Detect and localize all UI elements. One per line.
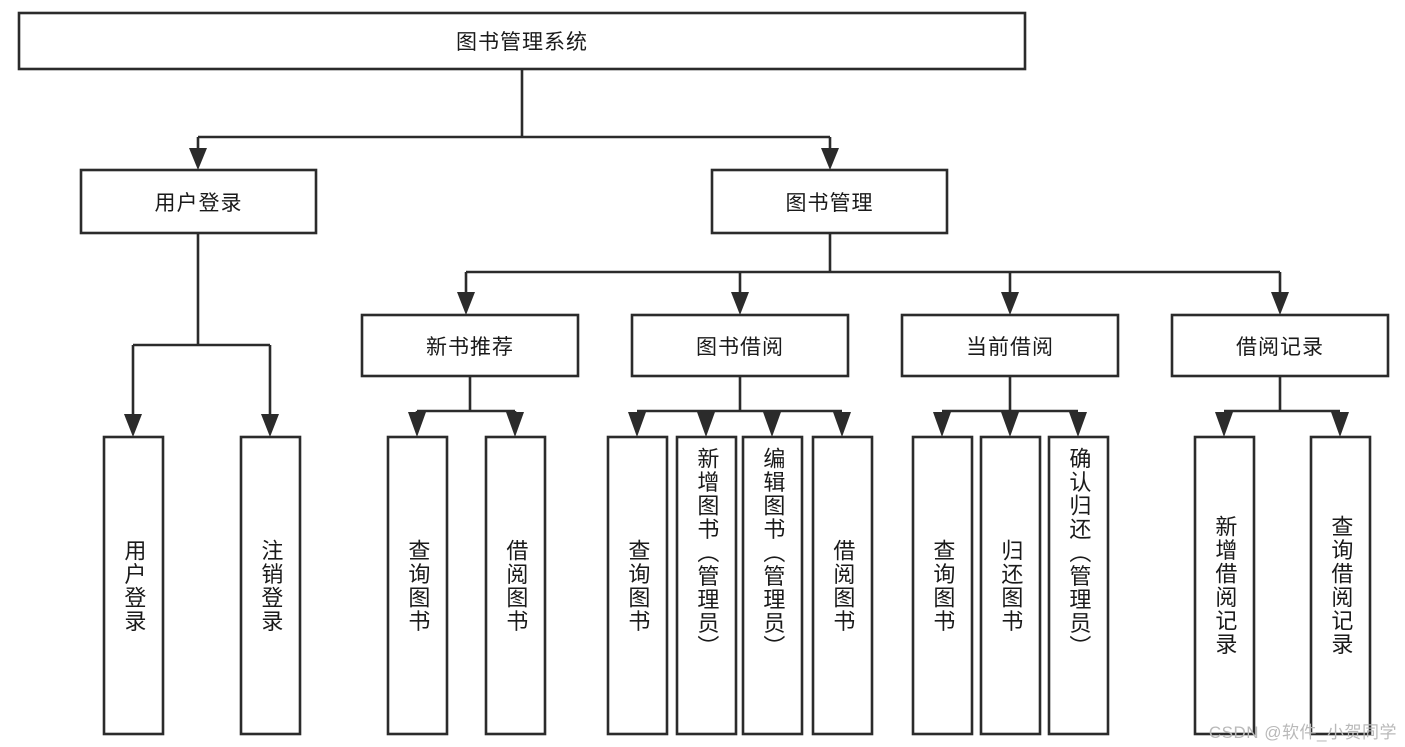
csdn-watermark: CSDN @软件_小贺同学	[1208, 723, 1397, 742]
arrow-head-book-management	[821, 148, 839, 170]
arrow-head-leaf-borrow-book-1	[506, 412, 524, 437]
arrow-head-leaf-query-book-2	[628, 412, 646, 437]
node-box-borrow-record[interactable]	[1170, 313, 1390, 378]
arrow-head-user-login	[189, 148, 207, 170]
node-box-title[interactable]	[17, 11, 1027, 71]
arrow-head-leaf-return-book	[1001, 412, 1019, 437]
node-box-leaf-edit-book[interactable]	[741, 435, 804, 736]
arrow-head-leaf-add-book	[697, 412, 715, 437]
node-box-leaf-borrow-book-2[interactable]	[811, 435, 874, 736]
node-box-leaf-query-book-2[interactable]	[606, 435, 669, 736]
arrow-head-new-book-recommend	[457, 292, 475, 315]
arrow-head-leaf-logout-login	[261, 414, 279, 437]
node-box-leaf-query-book-3[interactable]	[911, 435, 974, 736]
node-box-group	[17, 11, 1390, 736]
node-box-book-borrow[interactable]	[630, 313, 850, 378]
arrow-head-leaf-user-login	[124, 414, 142, 437]
arrow-head-leaf-edit-book	[763, 412, 781, 437]
arrow-head-book-borrow	[731, 292, 749, 315]
node-box-book-management[interactable]	[710, 168, 949, 235]
node-box-current-borrow[interactable]	[900, 313, 1120, 378]
node-box-leaf-return-book[interactable]	[979, 435, 1042, 736]
node-box-leaf-user-login[interactable]	[102, 435, 165, 736]
arrow-head-leaf-query-book-1	[408, 412, 426, 437]
connector-group	[124, 69, 1349, 437]
arrow-head-leaf-borrow-book-2	[833, 412, 851, 437]
node-box-new-book-recommend[interactable]	[360, 313, 580, 378]
node-box-leaf-borrow-book-1[interactable]	[484, 435, 547, 736]
node-box-leaf-query-record[interactable]	[1309, 435, 1372, 736]
node-box-leaf-add-record[interactable]	[1193, 435, 1256, 736]
arrow-head-borrow-record	[1271, 292, 1289, 315]
arrow-head-leaf-add-record	[1215, 412, 1233, 437]
node-box-leaf-query-book-1[interactable]	[386, 435, 449, 736]
node-box-leaf-logout-login[interactable]	[239, 435, 302, 736]
node-box-user-login[interactable]	[79, 168, 318, 235]
node-box-leaf-confirm-return[interactable]	[1047, 435, 1110, 736]
arrow-head-leaf-query-book-3	[933, 412, 951, 437]
arrow-head-leaf-query-record	[1331, 412, 1349, 437]
node-box-leaf-add-book[interactable]	[675, 435, 738, 736]
arrow-head-leaf-confirm-return	[1069, 412, 1087, 437]
arrow-head-current-borrow	[1001, 292, 1019, 315]
